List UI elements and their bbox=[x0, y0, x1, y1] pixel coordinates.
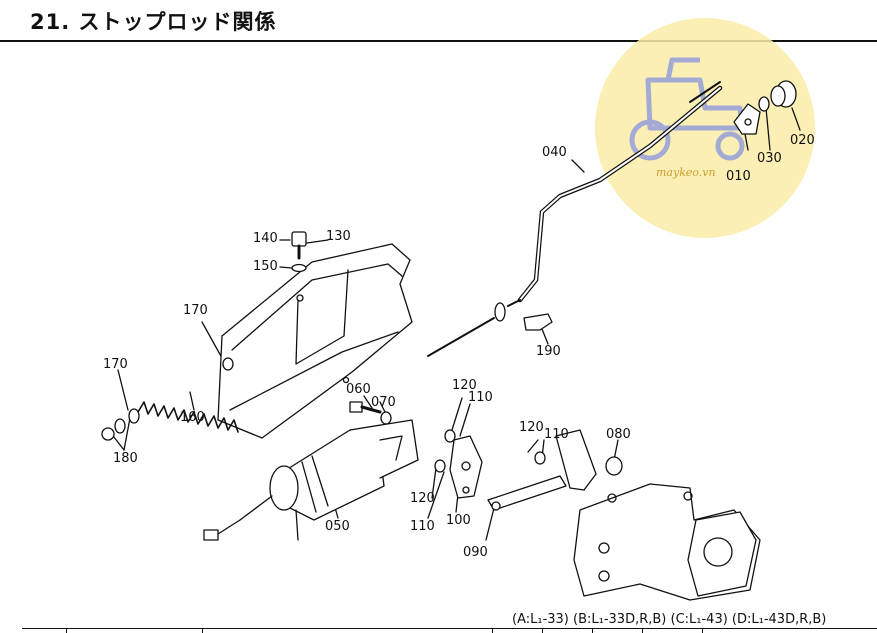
bottom-table-edge bbox=[22, 628, 877, 633]
watermark-text: maykeo.vn bbox=[656, 166, 716, 179]
part-label-160: 160 bbox=[180, 410, 205, 425]
part-label-060: 060 bbox=[346, 382, 371, 397]
model-variants-note: (A:L₁-33) (B:L₁-33D,R,B) (C:L₁-43) (D:L₁… bbox=[512, 612, 827, 627]
part-label-150: 150 bbox=[253, 259, 278, 274]
part-label-100: 100 bbox=[446, 513, 471, 528]
part-label-110-right: 110 bbox=[544, 427, 569, 442]
part-label-110-lower: 110 bbox=[410, 519, 435, 534]
part-label-130: 130 bbox=[326, 229, 351, 244]
part-label-190: 190 bbox=[536, 344, 561, 359]
part-label-030: 030 bbox=[757, 151, 782, 166]
page-title: 21. ストップロッド関係 bbox=[30, 10, 277, 34]
part-label-040: 040 bbox=[542, 145, 567, 160]
part-label-010: 010 bbox=[726, 169, 751, 184]
tractor-icon bbox=[629, 57, 745, 161]
part-label-110-upper: 110 bbox=[468, 390, 493, 405]
part-label-120-lower: 120 bbox=[410, 491, 435, 506]
title-rule bbox=[0, 40, 877, 42]
part-label-170-upper: 170 bbox=[183, 303, 208, 318]
part-label-120-upper: 120 bbox=[452, 378, 477, 393]
part-label-090: 090 bbox=[463, 545, 488, 560]
part-label-120-right: 120 bbox=[519, 420, 544, 435]
part-label-020: 020 bbox=[790, 133, 815, 148]
part-label-140: 140 bbox=[253, 231, 278, 246]
part-label-070: 070 bbox=[371, 395, 396, 410]
part-label-050: 050 bbox=[325, 519, 350, 534]
part-label-080: 080 bbox=[606, 427, 631, 442]
part-label-170-lower: 170 bbox=[103, 357, 128, 372]
part-label-180: 180 bbox=[113, 451, 138, 466]
